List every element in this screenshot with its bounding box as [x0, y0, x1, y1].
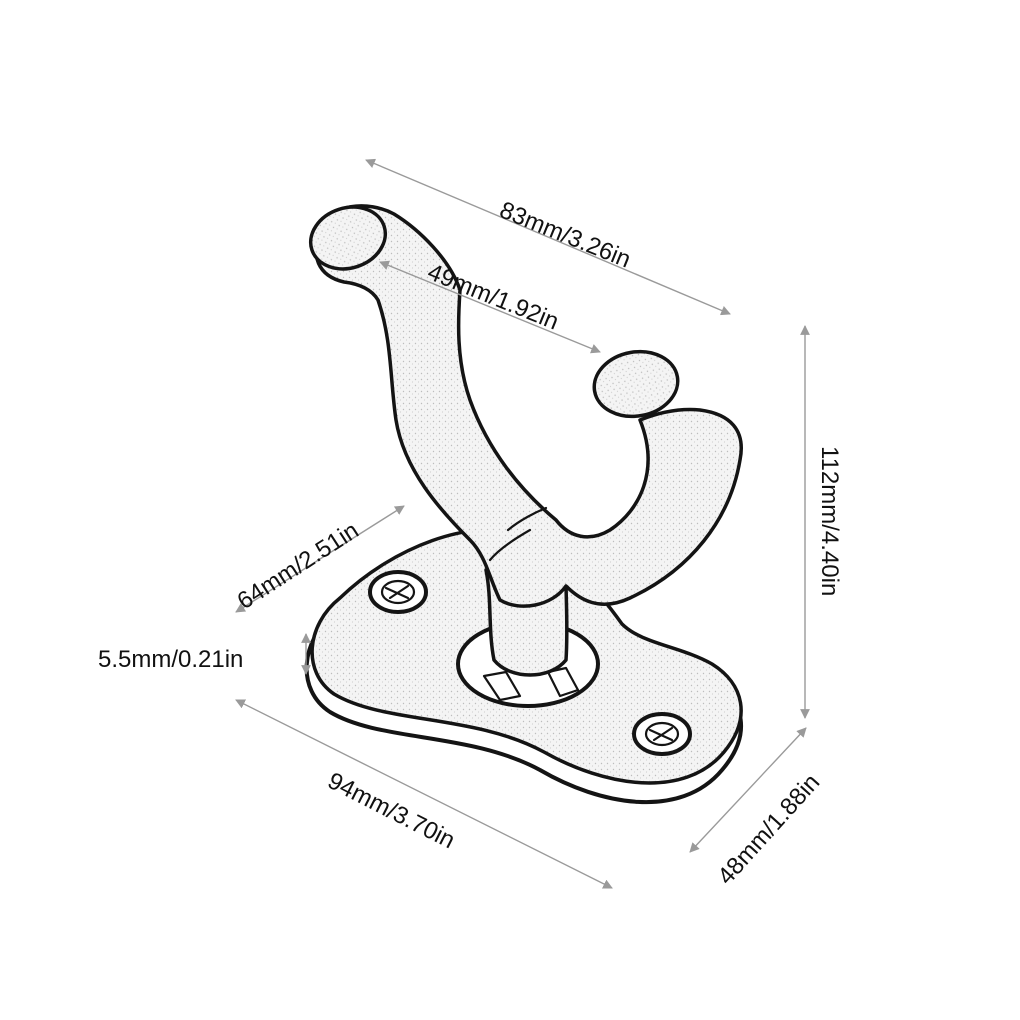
label-base-thickness: 5.5mm/0.21in — [98, 646, 243, 673]
screw-hole-right-slot — [648, 726, 674, 742]
label-top-length: 83mm/3.26in — [496, 197, 635, 274]
dim-line-top-length — [365, 158, 731, 316]
dim-line-base-depth — [689, 727, 807, 853]
right-prong-end-cap — [592, 349, 680, 419]
hook-junction-line — [488, 506, 548, 562]
label-height: 112mm/4.40in — [816, 446, 843, 596]
boss-notch-right — [546, 666, 580, 698]
label-base-length: 94mm/3.70in — [323, 767, 459, 854]
dim-line-base-width — [235, 505, 405, 613]
boss-notch-left — [482, 670, 522, 702]
dim-line-prong-gap — [379, 260, 601, 354]
hook-body — [314, 204, 743, 608]
dim-line-base-length — [235, 699, 613, 889]
label-base-depth: 48mm/1.88in — [712, 769, 825, 890]
screw-hole-right-inner — [644, 721, 680, 747]
dimension-lines — [235, 158, 810, 889]
